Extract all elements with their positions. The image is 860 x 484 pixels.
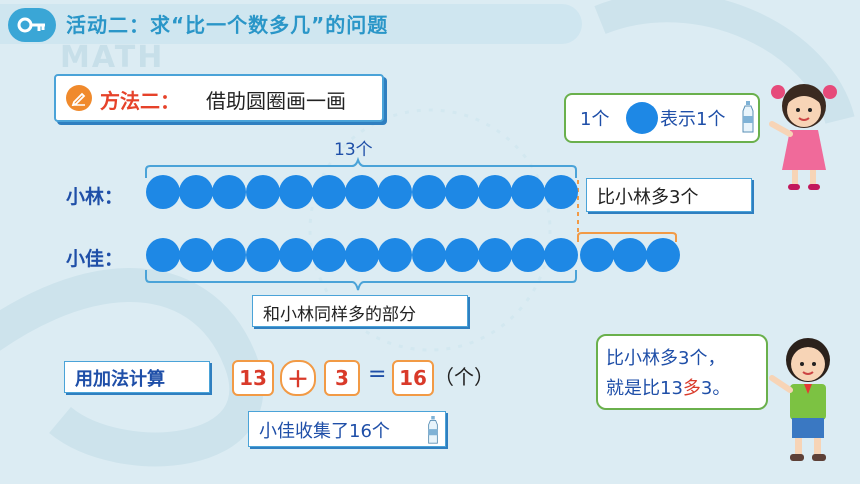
plus-sign: ＋: [280, 360, 316, 396]
bottle-icon: [428, 416, 438, 444]
circle-xiaolin: [544, 175, 579, 209]
circle-xiaojia-extra: [612, 238, 647, 272]
girl-illustration: [769, 84, 837, 190]
circle-xiaojia: [345, 238, 380, 272]
circle-xiaojia: [312, 238, 346, 272]
key-icon: [8, 8, 56, 42]
difference-label: 比小林多3个: [597, 187, 699, 208]
circle-xiaolin: [478, 175, 512, 209]
count-label: 13个: [334, 140, 373, 160]
circle-xiaojia: [444, 238, 479, 272]
result-unit: （个）: [434, 365, 494, 389]
calculation-label: 用加法计算: [75, 369, 165, 390]
operand-2-box: 3: [324, 360, 360, 396]
bubble-top-prefix: 1个: [580, 109, 610, 130]
same-amount-label-box: 和小林同样多的部分: [252, 295, 468, 327]
circle-xiaolin: [212, 175, 247, 209]
circle-xiaolin: [378, 175, 413, 209]
bubble-bottom-line-1: 比小林多3个，: [606, 348, 726, 369]
pencil-icon: [66, 85, 92, 111]
page-title: 活动二：求“比一个数多几”的问题: [66, 13, 389, 37]
blue-circle-icon: [626, 102, 658, 134]
circle-xiaojia: [544, 238, 579, 272]
circle-xiaolin: [146, 175, 180, 209]
circle-xiaolin: [444, 175, 479, 209]
circle-xiaolin: [411, 175, 446, 209]
circle-xiaolin: [245, 175, 280, 209]
equals-sign: =: [368, 362, 387, 387]
circle-xiaolin: [312, 175, 346, 209]
circle-xiaojia: [278, 238, 313, 272]
bubble-bottom-line-2: 就是比13多3。: [606, 374, 730, 400]
difference-label-box: 比小林多3个: [586, 178, 752, 212]
method-label: 方法二：: [100, 89, 180, 113]
same-amount-label: 和小林同样多的部分: [263, 305, 416, 325]
circle-xiaojia: [378, 238, 413, 272]
speech-bubble-bottom: 比小林多3个， 就是比13多3。: [596, 334, 768, 410]
circle-xiaolin: [511, 175, 546, 209]
circle-xiaojia: [212, 238, 247, 272]
result-sentence: 小佳收集了16个: [259, 421, 390, 442]
circle-xiaojia: [411, 238, 446, 272]
circle-xiaolin: [278, 175, 313, 209]
calculation-label-box: 用加法计算: [64, 361, 210, 393]
method-description: 借助圆圈画一画: [206, 89, 346, 113]
math-watermark: MATH: [60, 40, 165, 75]
circle-xiaojia-extra: [646, 238, 680, 272]
circle-xiaojia: [245, 238, 280, 272]
circle-xiaojia: [511, 238, 546, 272]
circle-xiaolin: [345, 175, 380, 209]
bubble-line2-c: 3。: [700, 378, 731, 399]
bubble-line2-a: 就是比13: [606, 378, 683, 399]
bubble-line2-b: 多: [682, 378, 701, 399]
result-sentence-box: 小佳收集了16个: [248, 411, 446, 447]
circle-xiaojia: [146, 238, 180, 272]
operand-1-box: 13: [232, 360, 274, 396]
row-label-xiaojia: 小佳：: [66, 248, 124, 270]
circle-xiaojia: [478, 238, 512, 272]
row-label-xiaolin: 小林：: [66, 186, 124, 208]
speech-bubble-top: 1个 表示1个: [564, 93, 760, 143]
result-box: 16: [392, 360, 434, 396]
bubble-top-suffix: 表示1个: [660, 109, 726, 130]
circle-xiaojia: [179, 238, 214, 272]
boy-illustration: [769, 338, 830, 461]
bottle-icon: [742, 101, 754, 133]
header-bar: [0, 4, 582, 44]
circle-xiaojia-extra: [579, 238, 614, 272]
circle-xiaolin: [179, 175, 214, 209]
method-box: 方法二： 借助圆圈画一画: [54, 74, 384, 122]
